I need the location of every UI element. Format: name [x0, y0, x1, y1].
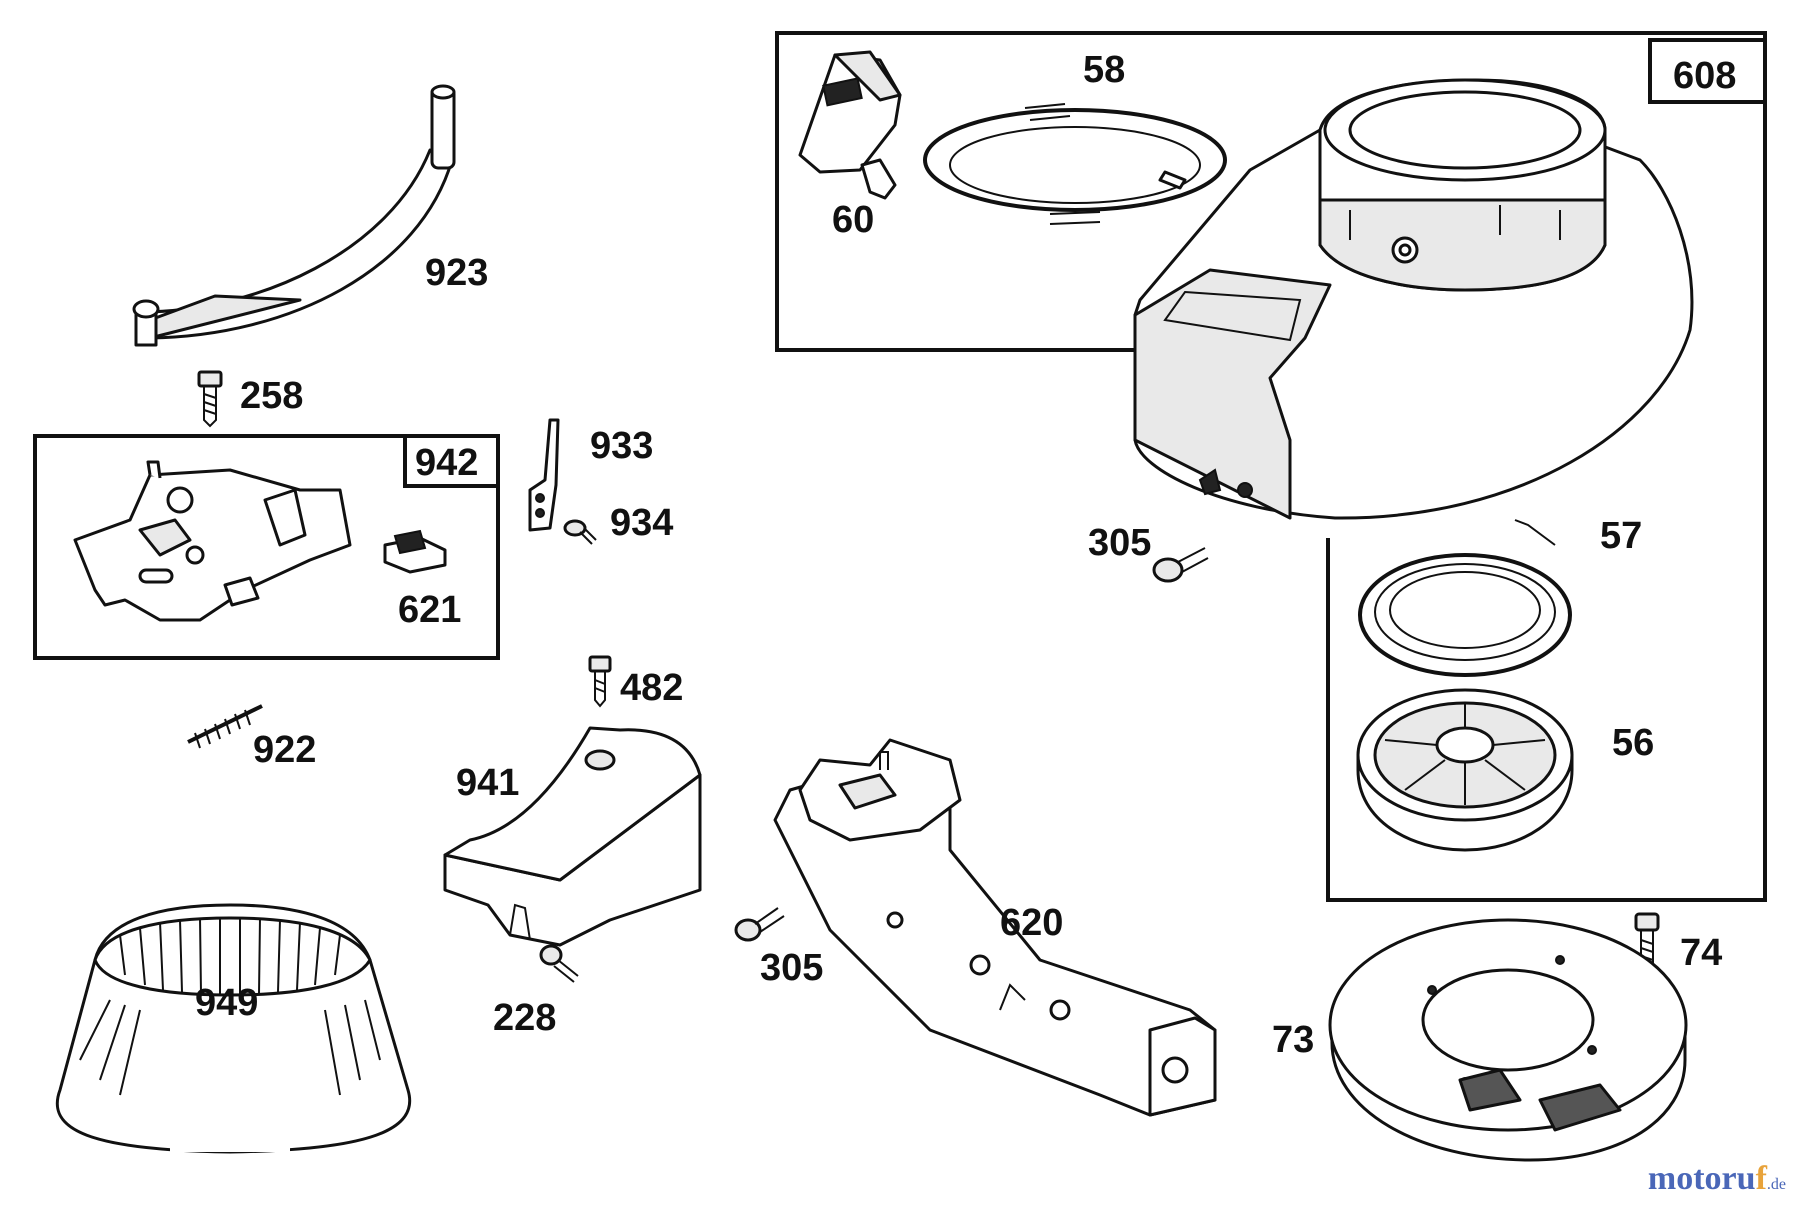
blower-housing-608 [1133, 78, 1694, 520]
control-bracket-620 [773, 738, 1217, 1117]
label-933: 933 [590, 425, 653, 467]
label-922: 922 [253, 729, 316, 771]
label-923: 923 [425, 252, 488, 294]
watermark-text-1: motoru [1647, 1160, 1756, 1197]
label-228: 228 [493, 997, 556, 1039]
label-942: 942 [415, 442, 478, 484]
screw-305-right [1152, 547, 1209, 583]
label-621: 621 [398, 589, 461, 631]
guard-941 [443, 726, 702, 947]
bracket-621 [383, 529, 447, 574]
screw-934 [563, 519, 597, 545]
starter-handle-60 [798, 50, 902, 200]
screw-228 [539, 944, 579, 983]
label-56: 56 [1612, 722, 1654, 764]
label-74: 74 [1680, 932, 1722, 974]
label-305-left: 305 [760, 947, 823, 989]
rewind-spring-57 [1358, 519, 1572, 677]
screw-74 [1634, 912, 1660, 972]
label-73: 73 [1272, 1019, 1314, 1061]
kit-box-608 [775, 31, 1767, 902]
governor-control-plate [73, 460, 352, 622]
screw-305-left [734, 907, 785, 942]
label-57: 57 [1600, 515, 1642, 557]
rotating-screen-73 [1328, 918, 1688, 1162]
kit-box-942 [33, 434, 500, 660]
label-258: 258 [240, 375, 303, 417]
label-60: 60 [832, 199, 874, 241]
watermark-logo: motoruf.de [1648, 1160, 1786, 1198]
starter-rope-58 [923, 103, 1227, 225]
screw-258 [197, 370, 223, 428]
watermark-text-2: f [1755, 1160, 1767, 1197]
label-608: 608 [1673, 55, 1736, 97]
screw-482 [588, 655, 612, 708]
label-305-right: 305 [1088, 522, 1151, 564]
spring-922 [187, 704, 263, 749]
label-934: 934 [610, 502, 673, 544]
watermark-text-3: .de [1766, 1176, 1786, 1193]
label-482: 482 [620, 667, 683, 709]
label-941: 941 [456, 762, 519, 804]
label-620: 620 [1000, 902, 1063, 944]
label-949: 949 [195, 982, 258, 1024]
screen-949 [55, 903, 412, 1154]
part-labels: 923 258 942 621 933 934 922 482 941 949 … [195, 49, 1736, 1061]
label-58: 58 [1083, 49, 1125, 91]
pulley-56 [1356, 688, 1574, 852]
air-vane-923 [132, 84, 456, 347]
bracket-933 [528, 418, 560, 532]
